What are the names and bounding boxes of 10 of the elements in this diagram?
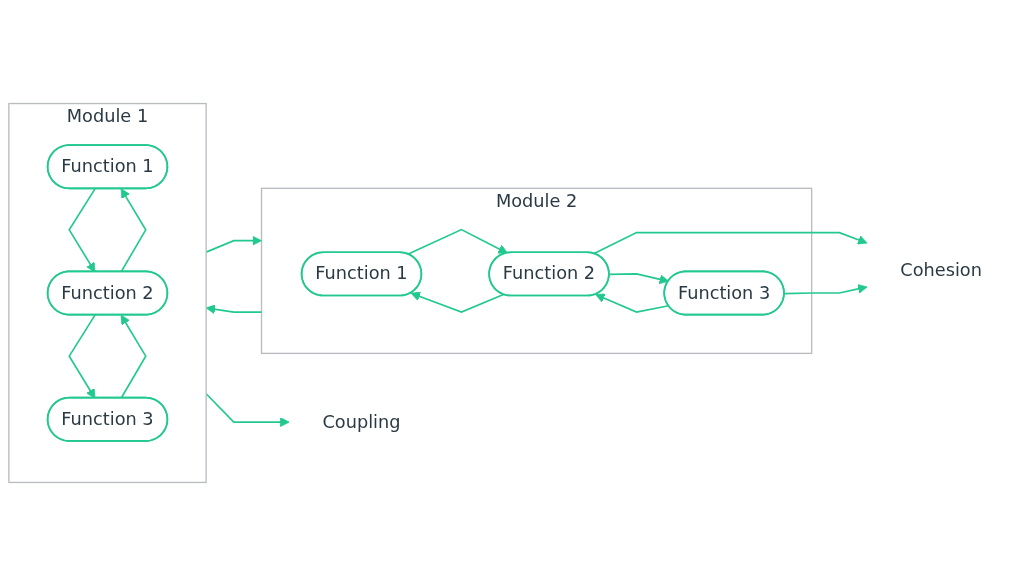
arrow xyxy=(120,188,147,273)
node-text: Cohesion xyxy=(900,259,982,281)
arrow xyxy=(68,188,96,273)
arrow xyxy=(783,284,868,295)
arrow xyxy=(410,291,505,313)
arrow xyxy=(595,293,670,313)
node-text: Coupling xyxy=(322,410,401,433)
arrow xyxy=(68,314,96,399)
arrow xyxy=(592,231,868,255)
arrow xyxy=(608,273,670,285)
